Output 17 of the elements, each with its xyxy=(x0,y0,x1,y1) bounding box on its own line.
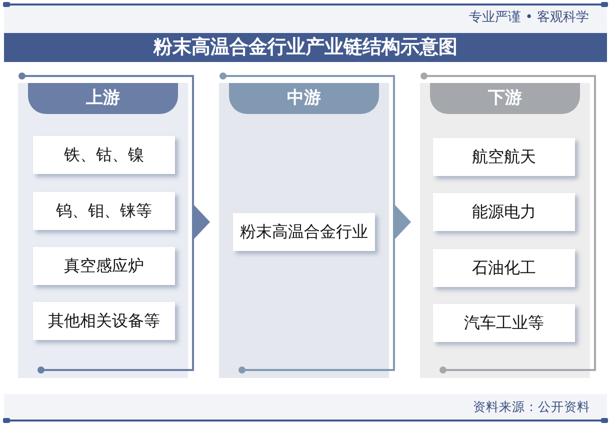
slogan-text: 专业严谨 • 客观科学 xyxy=(469,9,589,27)
item-card: 粉末高温合金行业 xyxy=(233,213,375,251)
chevron-arrow xyxy=(193,204,210,240)
item-card: 石油化工 xyxy=(433,249,575,287)
item-card: 其他相关设备等 xyxy=(33,302,175,340)
source-note: 资料来源：公开资料 xyxy=(473,398,590,415)
item-card: 铁、钴、镍 xyxy=(33,136,175,174)
item-card: 航空航天 xyxy=(433,138,575,176)
item-card: 真空感应炉 xyxy=(33,247,175,285)
chevron-arrow xyxy=(394,204,411,240)
title-banner: 粉末高温合金行业产业链结构示意图 xyxy=(4,33,607,62)
item-card: 汽车工业等 xyxy=(433,304,575,342)
item-card: 钨、钼、铼等 xyxy=(33,192,175,230)
stage-header: 中游 xyxy=(229,83,379,114)
stage-header: 上游 xyxy=(28,83,178,114)
item-card: 能源电力 xyxy=(433,193,575,231)
stage-header: 下游 xyxy=(430,83,580,114)
